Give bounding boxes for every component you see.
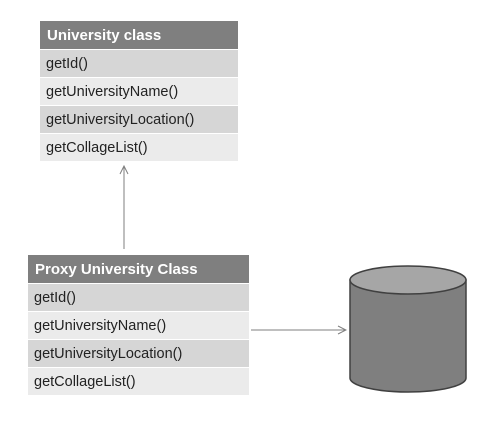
university-class-title: University class bbox=[40, 21, 238, 50]
proxy-class-method-getid: getId() bbox=[28, 284, 249, 312]
university-class-method-getuniversityname: getUniversityName() bbox=[40, 78, 238, 106]
proxy-class-method-getuniversitylocation: getUniversityLocation() bbox=[28, 340, 249, 368]
university-class-box: University class getId() getUniversityNa… bbox=[40, 21, 238, 162]
university-class-method-getuniversitylocation: getUniversityLocation() bbox=[40, 106, 238, 134]
proxy-university-class-box: Proxy University Class getId() getUniver… bbox=[28, 255, 249, 396]
university-class-method-getid: getId() bbox=[40, 50, 238, 78]
proxy-class-method-getcollagelist: getCollageList() bbox=[28, 368, 249, 396]
proxy-class-title: Proxy University Class bbox=[28, 255, 249, 284]
university-class-method-getcollagelist: getCollageList() bbox=[40, 134, 238, 162]
database-cylinder-icon bbox=[349, 265, 467, 393]
proxy-class-method-getuniversityname: getUniversityName() bbox=[28, 312, 249, 340]
